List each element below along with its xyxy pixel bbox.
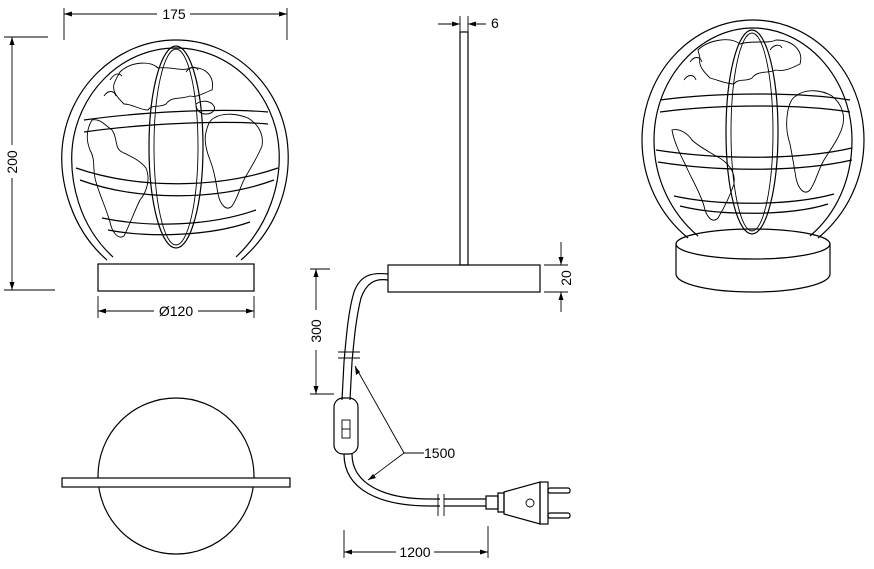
base-side <box>387 264 541 293</box>
dimension-label-cord-total: 1500 <box>424 445 455 461</box>
dimension-label-width: 175 <box>162 6 186 22</box>
dimension-label-rod: 6 <box>491 15 499 31</box>
dimension-cord-1500: 1500 <box>354 365 455 481</box>
dimension-label-height: 200 <box>4 150 20 174</box>
globe-front <box>61 39 289 261</box>
dimension-label-cord-lower: 1200 <box>399 544 430 560</box>
dimension-cord-1200: 1200 <box>343 526 489 560</box>
dimension-label-base-height: 20 <box>558 270 574 286</box>
euro-plug <box>485 481 571 525</box>
dimension-base-20: 20 <box>544 242 574 312</box>
perspective-view <box>641 19 865 293</box>
base-front <box>97 263 255 292</box>
top-view <box>61 397 291 555</box>
dimension-width-175: 175 <box>63 6 288 40</box>
dimension-diameter-120: Ø120 <box>97 296 255 319</box>
side-view: 6 20 <box>308 15 574 560</box>
inline-switch <box>333 397 359 455</box>
dimension-label-cord-upper: 300 <box>308 319 324 343</box>
dimension-cord-300: 300 <box>308 268 334 395</box>
dimension-label-diameter: Ø120 <box>159 303 193 319</box>
front-view: 175 200 <box>4 6 289 319</box>
lamp-rod <box>459 31 469 266</box>
dimension-height-200: 200 <box>4 36 55 291</box>
